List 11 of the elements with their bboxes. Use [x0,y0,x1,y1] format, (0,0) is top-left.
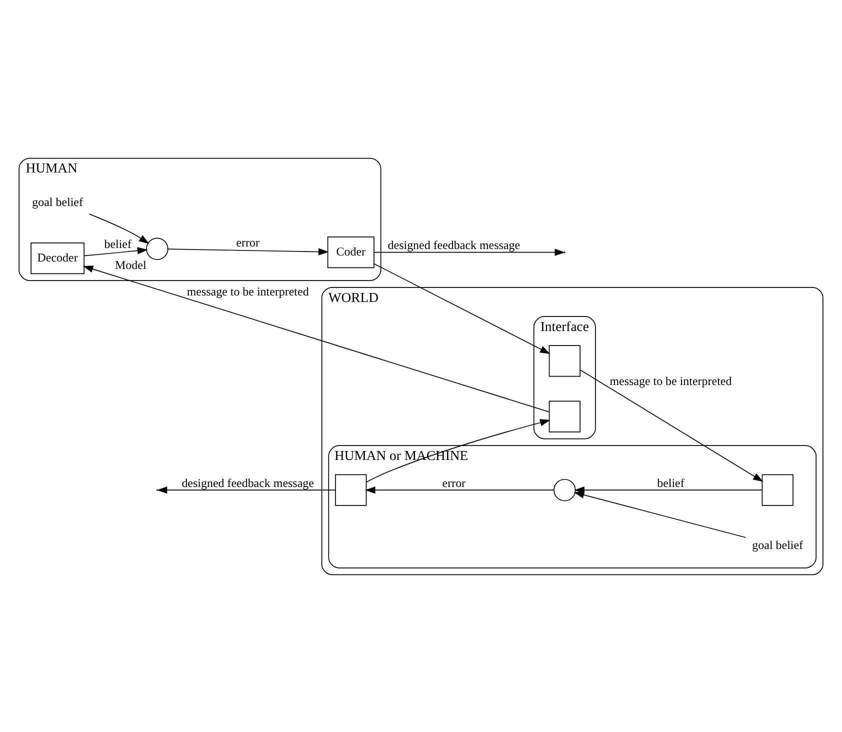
edge-label: message to be interpreted [610,374,732,388]
edge-label: belief [657,475,684,490]
edge-label: designed feedback message [388,238,520,252]
node-text: goal belief [752,537,804,552]
edge-label: error [442,475,466,490]
edge-label: message to be interpreted [186,284,309,298]
edge-label: designed feedback message [182,475,314,490]
edge-label: belief [104,236,132,251]
node-text: goal belief [32,194,83,208]
node-label: Model [115,258,146,272]
edge-label: error [236,235,260,250]
